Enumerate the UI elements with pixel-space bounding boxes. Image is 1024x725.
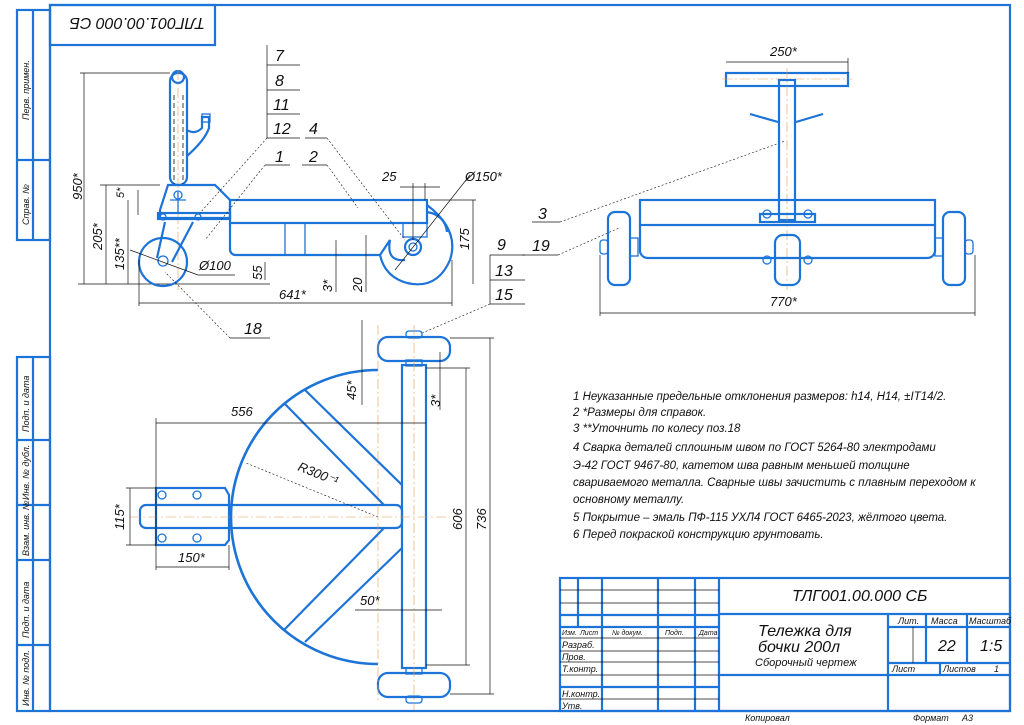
- technical-notes: 1 Неуказанные предельные отклонения разм…: [572, 391, 976, 541]
- note-line: 6 Перед покраской конструкцию грунтовать…: [573, 529, 824, 541]
- role-norm-control: Н.контр.: [562, 689, 600, 699]
- dim-250: 250*: [769, 44, 798, 59]
- sheets-label: Листов: [942, 664, 976, 674]
- note-line: 4 Сварка деталей сплошным швом по ГОСТ 5…: [573, 442, 936, 454]
- drawing-frame: [15, 3, 1012, 713]
- format-value: А3: [961, 713, 973, 723]
- scale-label: Масштаб: [969, 616, 1012, 626]
- position-leaders: 7 8 11 12 4 1 2 9 13 15 18 3 19: [164, 45, 786, 339]
- lit-label: Лит.: [897, 616, 919, 626]
- dim-770: 770*: [770, 294, 798, 309]
- product-name-line1: Тележка для: [758, 623, 852, 640]
- dim-115: 115*: [112, 503, 127, 530]
- position-1: 1: [275, 149, 284, 166]
- dim-3: 3*: [320, 279, 335, 292]
- note-line: основному металлу.: [573, 494, 684, 506]
- position-19: 19: [532, 238, 550, 255]
- position-12: 12: [273, 121, 291, 138]
- role-developer: Разраб.: [562, 640, 595, 650]
- sheets-value: 1: [994, 664, 999, 674]
- dim-25: 25: [381, 169, 397, 184]
- dim-205: 205*: [90, 222, 105, 251]
- position-13: 13: [495, 263, 513, 280]
- note-line: 3 **Уточнить по колесу поз.18: [573, 423, 741, 435]
- dim-d100: Ø100: [198, 258, 232, 273]
- position-8: 8: [275, 73, 284, 90]
- top-view: 556 115* 150* R300⁻¹ 45* 3* 606 736 50*: [112, 320, 494, 710]
- position-3: 3: [538, 206, 547, 223]
- dim-606: 606: [450, 508, 465, 530]
- header-izm: Изм.: [562, 630, 577, 637]
- product-name-line2: бочки 200л: [758, 639, 840, 656]
- note-line: свариваемого металла. Сварные швы зачист…: [573, 477, 976, 489]
- position-7: 7: [275, 48, 285, 65]
- position-9: 9: [497, 237, 506, 254]
- dim-20: 20: [350, 277, 365, 293]
- header-list: Лист: [579, 630, 598, 637]
- role-tech-control: Т.контр.: [562, 664, 598, 674]
- dim-d150: Ø150*: [464, 169, 503, 184]
- scale-value: 1:5: [980, 638, 1002, 655]
- dim-150: 150*: [178, 550, 206, 565]
- strip-label: Инв. № дубл.: [21, 445, 31, 500]
- header-date: Дата: [698, 630, 718, 637]
- document-type: Сборочный чертеж: [755, 657, 857, 669]
- strip-label: Инв. № подл.: [21, 650, 31, 706]
- role-checker: Пров.: [562, 652, 586, 662]
- rotated-designation: ТЛГ001.00.000 СБ: [70, 14, 205, 31]
- strip-label: Подп. и дата: [21, 582, 31, 638]
- dim-50: 50*: [360, 593, 380, 608]
- strip-label: Подп. и дата: [21, 376, 31, 432]
- dim-45: 45*: [344, 380, 359, 400]
- position-11: 11: [273, 97, 290, 114]
- dim-5: 5*: [115, 187, 127, 198]
- side-strip-labels: Перв. примен. Справ. № Подп. и дата Инв.…: [21, 14, 205, 706]
- position-2: 2: [308, 149, 318, 166]
- sheet-label: Лист: [891, 664, 916, 674]
- position-15: 15: [495, 287, 513, 304]
- strip-label: Справ. №: [21, 184, 31, 225]
- note-line: Э-42 ГОСТ 9467-80, катетом шва равным ме…: [573, 460, 910, 472]
- dim-135: 135**: [112, 237, 127, 270]
- side-view: 950* 205* 135** 5* Ø100 55 641* 3* 20 25…: [70, 69, 503, 306]
- copied-label: Копировал: [745, 713, 790, 723]
- dim-950: 950*: [70, 172, 85, 200]
- title-block: ТЛГ001.00.000 СБ Тележка для бочки 200л …: [558, 576, 1012, 723]
- mass-value: 22: [937, 638, 956, 655]
- note-line: 2 *Размеры для справок.: [572, 407, 706, 419]
- dim-175: 175: [457, 228, 472, 250]
- position-18: 18: [244, 321, 262, 338]
- format-label: Формат: [913, 713, 949, 723]
- header-sign: Подп.: [665, 629, 684, 637]
- title-designation: ТЛГ001.00.000 СБ: [792, 588, 927, 605]
- front-view: 250* 770*: [599, 44, 976, 316]
- note-line: 1 Неуказанные предельные отклонения разм…: [573, 391, 946, 403]
- mass-label: Масса: [931, 616, 958, 626]
- dim-3-top: 3*: [428, 394, 443, 407]
- dim-736: 736: [474, 508, 489, 530]
- dim-55: 55: [250, 265, 265, 280]
- dim-641: 641*: [279, 287, 307, 302]
- header-doc-no: № докум.: [612, 629, 643, 637]
- dim-r300: R300⁻¹: [296, 459, 341, 489]
- position-4: 4: [309, 121, 318, 138]
- dim-556: 556: [231, 404, 253, 419]
- strip-label: Взам. инв. №: [21, 500, 31, 556]
- strip-label: Перв. примен.: [21, 60, 31, 120]
- role-approved: Утв.: [561, 701, 582, 711]
- note-line: 5 Покрытие – эмаль ПФ-115 УХЛ4 ГОСТ 6465…: [573, 512, 947, 524]
